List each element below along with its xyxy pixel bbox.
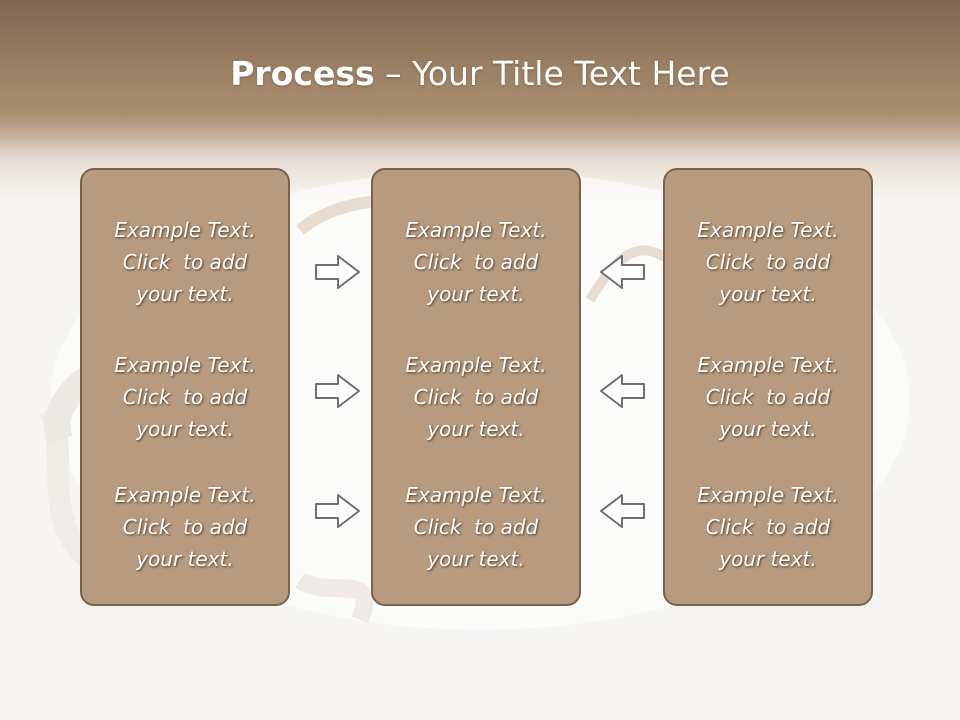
- text-line: Click to add: [122, 385, 248, 409]
- text-item[interactable]: Example Text. Click to add your text.: [82, 349, 288, 445]
- process-panel-left[interactable]: Example Text. Click to add your text. Ex…: [80, 168, 290, 606]
- process-panel-right[interactable]: Example Text. Click to add your text. Ex…: [663, 168, 873, 606]
- text-line: Click to add: [705, 250, 831, 274]
- text-line: Click to add: [705, 385, 831, 409]
- title-rest: – Your Title Text Here: [374, 54, 730, 93]
- text-line: Example Text.: [405, 218, 547, 242]
- arrow-right-icon: [315, 255, 360, 289]
- text-line: Example Text.: [697, 483, 839, 507]
- text-line: Example Text.: [697, 218, 839, 242]
- text-item[interactable]: Example Text. Click to add your text.: [373, 214, 579, 310]
- text-line: Click to add: [122, 250, 248, 274]
- text-line: Example Text.: [697, 353, 839, 377]
- header-band: [0, 0, 960, 200]
- text-line: your text.: [719, 547, 817, 571]
- text-line: Click to add: [705, 515, 831, 539]
- text-line: Example Text.: [114, 218, 256, 242]
- arrow-left-icon: [600, 494, 645, 528]
- text-item[interactable]: Example Text. Click to add your text.: [665, 349, 871, 445]
- text-line: Example Text.: [114, 353, 256, 377]
- process-panel-middle[interactable]: Example Text. Click to add your text. Ex…: [371, 168, 581, 606]
- text-line: Click to add: [413, 515, 539, 539]
- arrow-left-icon: [600, 255, 645, 289]
- slide-title: Process – Your Title Text Here: [0, 52, 960, 96]
- arrow-right-icon: [315, 494, 360, 528]
- text-item[interactable]: Example Text. Click to add your text.: [82, 214, 288, 310]
- arrow-left-icon: [600, 374, 645, 408]
- text-item[interactable]: Example Text. Click to add your text.: [373, 479, 579, 575]
- text-line: Click to add: [413, 250, 539, 274]
- text-line: your text.: [719, 282, 817, 306]
- text-item[interactable]: Example Text. Click to add your text.: [373, 349, 579, 445]
- text-line: your text.: [427, 282, 525, 306]
- text-line: Example Text.: [405, 483, 547, 507]
- text-line: your text.: [136, 282, 234, 306]
- text-line: your text.: [136, 417, 234, 441]
- arrow-right-icon: [315, 374, 360, 408]
- text-line: Example Text.: [114, 483, 256, 507]
- text-line: Click to add: [122, 515, 248, 539]
- text-line: your text.: [427, 547, 525, 571]
- text-item[interactable]: Example Text. Click to add your text.: [665, 214, 871, 310]
- text-line: your text.: [136, 547, 234, 571]
- text-line: Example Text.: [405, 353, 547, 377]
- text-line: Click to add: [413, 385, 539, 409]
- text-line: your text.: [719, 417, 817, 441]
- text-line: your text.: [427, 417, 525, 441]
- text-item[interactable]: Example Text. Click to add your text.: [665, 479, 871, 575]
- text-item[interactable]: Example Text. Click to add your text.: [82, 479, 288, 575]
- title-bold: Process: [230, 54, 375, 93]
